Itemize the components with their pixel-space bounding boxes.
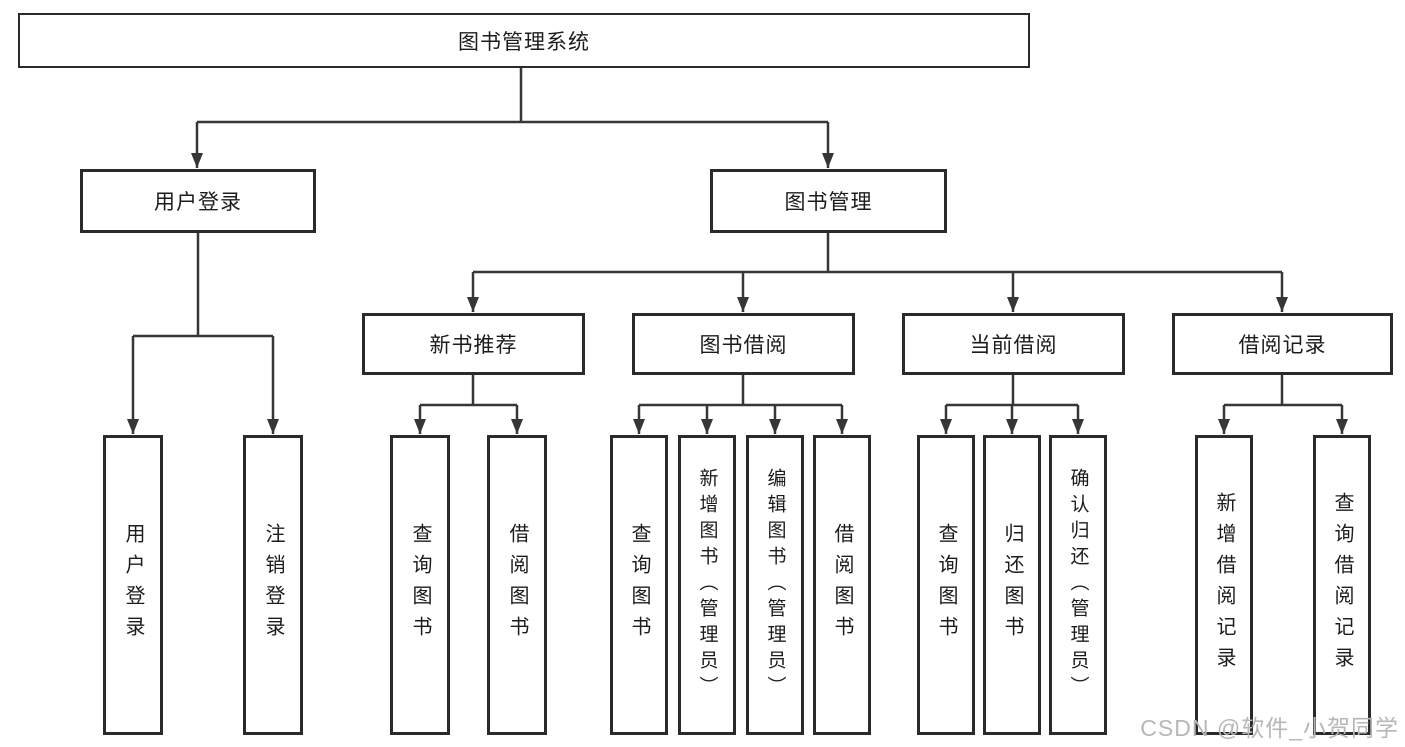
node-label: 当前借阅 [969, 334, 1058, 357]
node-label: 注销登录 [262, 523, 284, 647]
node-label: 新增借阅记录 [1213, 492, 1235, 678]
node-label: 新增图书（管理员） [696, 468, 718, 702]
leaf-return-books: 归还图书 [983, 435, 1041, 735]
node-label: 图书借阅 [699, 334, 788, 357]
node-label: 用户登录 [154, 191, 242, 214]
leaf-logout: 注销登录 [243, 435, 303, 735]
node-label: 确认归还（管理员） [1067, 468, 1089, 702]
node-label: 编辑图书（管理员） [764, 468, 786, 702]
node-label: 查询图书 [409, 523, 431, 647]
leaf-query-books-borrow: 查询图书 [610, 435, 668, 735]
watermark: CSDN @软件_小贺同学 [1140, 715, 1399, 741]
leaf-query-books-recommend: 查询图书 [390, 435, 450, 735]
node-book-borrowing: 图书借阅 [632, 313, 855, 375]
node-borrow-records: 借阅记录 [1172, 313, 1393, 375]
leaf-query-books-current: 查询图书 [917, 435, 975, 735]
leaf-add-books-admin: 新增图书（管理员） [678, 435, 736, 735]
leaf-query-borrow-record: 查询借阅记录 [1313, 435, 1371, 735]
leaf-confirm-return-admin: 确认归还（管理员） [1049, 435, 1107, 735]
node-label: 图书管理系统 [458, 30, 590, 54]
node-label: 查询图书 [628, 523, 650, 647]
node-current-borrowing: 当前借阅 [902, 313, 1125, 375]
leaf-borrow-books: 借阅图书 [813, 435, 871, 735]
node-book-management: 图书管理 [710, 169, 947, 233]
node-label: 借阅图书 [831, 523, 853, 647]
node-user-login: 用户登录 [80, 169, 316, 233]
node-library-management-system: 图书管理系统 [18, 13, 1030, 68]
leaf-user-login: 用户登录 [103, 435, 163, 735]
node-label: 用户登录 [122, 523, 144, 647]
leaf-edit-books-admin: 编辑图书（管理员） [746, 435, 804, 735]
node-label: 归还图书 [1001, 523, 1023, 647]
leaf-borrow-books-recommend: 借阅图书 [487, 435, 547, 735]
node-label: 图书管理 [784, 191, 873, 214]
node-label: 借阅记录 [1238, 334, 1327, 357]
node-label: 新书推荐 [429, 334, 518, 357]
leaf-add-borrow-record: 新增借阅记录 [1195, 435, 1253, 735]
node-label: 查询图书 [935, 523, 957, 647]
node-new-book-recommendation: 新书推荐 [362, 313, 585, 375]
node-label: 借阅图书 [506, 523, 528, 647]
node-label: 查询借阅记录 [1331, 492, 1353, 678]
